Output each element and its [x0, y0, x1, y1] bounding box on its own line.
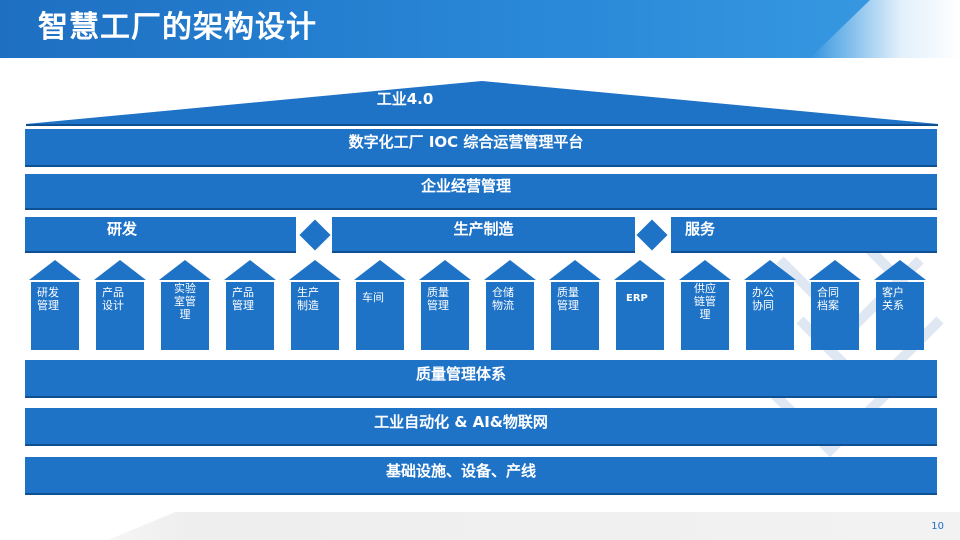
module-quality-management-2: 质量 管理 — [549, 260, 601, 352]
segment-rd-label: 研发 — [107, 219, 138, 238]
enterprise-management-band: 企业经营管理 — [25, 174, 937, 210]
module-label: 产品 管理 — [226, 282, 274, 350]
module-roof — [614, 260, 666, 280]
infrastructure-band: 基础设施、设备、产线 — [25, 457, 937, 495]
module-roof — [484, 260, 536, 280]
connector-diamond-left — [299, 219, 331, 251]
module-roof — [159, 260, 211, 280]
module-lab-management: 实验 室管 理 — [159, 260, 211, 352]
module-label: 办公 协同 — [746, 282, 794, 350]
module-label: 产品 设计 — [96, 282, 144, 350]
module-roof — [744, 260, 796, 280]
module-erp: ERP — [614, 260, 666, 352]
ioc-platform-label: 数字化工厂 IOC 综合运营管理平台 — [348, 132, 584, 151]
module-label: ERP — [616, 282, 664, 350]
module-label: 车间 — [356, 282, 404, 350]
module-quality-management: 质量 管理 — [419, 260, 471, 352]
ioc-platform-band: 数字化工厂 IOC 综合运营管理平台 — [25, 129, 937, 167]
module-contract-archive: 合同 档案 — [809, 260, 861, 352]
page-title: 智慧工厂的架构设计 — [38, 10, 317, 45]
segment-service: 服务 — [671, 217, 937, 253]
module-supply-chain: 供应 链管 理 — [679, 260, 731, 352]
title-bar: 智慧工厂的架构设计 — [0, 0, 960, 58]
module-roof — [289, 260, 341, 280]
module-roof — [809, 260, 861, 280]
module-label: 合同 档案 — [811, 282, 859, 350]
module-roof — [354, 260, 406, 280]
module-roof — [549, 260, 601, 280]
page-number: 10 — [931, 521, 944, 532]
segment-production-label: 生产制造 — [453, 219, 514, 238]
module-roof — [94, 260, 146, 280]
module-roof — [874, 260, 926, 280]
infrastructure-label: 基础设施、设备、产线 — [385, 461, 536, 480]
module-workshop: 车间 — [354, 260, 406, 352]
module-label: 仓储 物流 — [486, 282, 534, 350]
module-label: 实验 室管 理 — [161, 282, 209, 350]
module-label: 生产 制造 — [291, 282, 339, 350]
module-product-design: 产品 设计 — [94, 260, 146, 352]
segment-rd: 研发 — [25, 217, 296, 253]
title-bar-accent — [810, 0, 960, 58]
module-roof — [679, 260, 731, 280]
roof-shape — [26, 81, 938, 126]
module-product-management: 产品 管理 — [224, 260, 276, 352]
automation-band: 工业自动化 & AI&物联网 — [25, 408, 937, 446]
segment-production: 生产制造 — [332, 217, 635, 253]
roof-label: 工业4.0 — [376, 90, 434, 108]
module-label: 质量 管理 — [421, 282, 469, 350]
module-roof — [29, 260, 81, 280]
module-label: 供应 链管 理 — [681, 282, 729, 350]
automation-label: 工业自动化 & AI&物联网 — [374, 412, 548, 431]
enterprise-management-label: 企业经营管理 — [420, 176, 511, 195]
module-warehouse-logistics: 仓储 物流 — [484, 260, 536, 352]
module-roof — [224, 260, 276, 280]
module-label: 研发 管理 — [31, 282, 79, 350]
quality-system-label: 质量管理体系 — [415, 364, 506, 383]
module-office-collaboration: 办公 协同 — [744, 260, 796, 352]
module-rd-management: 研发 管理 — [29, 260, 81, 352]
module-customer-relations: 客户 关系 — [874, 260, 926, 352]
segment-service-label: 服务 — [685, 219, 716, 238]
module-label: 客户 关系 — [876, 282, 924, 350]
module-label: 质量 管理 — [551, 282, 599, 350]
module-production: 生产 制造 — [289, 260, 341, 352]
connector-diamond-right — [636, 219, 668, 251]
quality-system-band: 质量管理体系 — [25, 360, 937, 398]
module-roof — [419, 260, 471, 280]
